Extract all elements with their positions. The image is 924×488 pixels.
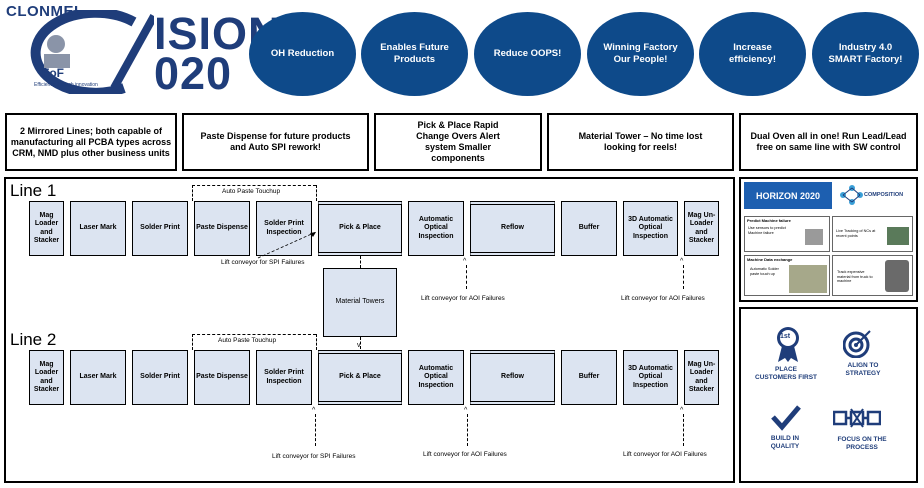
line1-pick-place: Pick & Place	[318, 201, 402, 256]
paste-photo-icon	[789, 265, 827, 293]
line1-aoi: Automatic Optical Inspection	[408, 201, 464, 256]
info-paste-dispense: Paste Dispense for future products and A…	[182, 113, 369, 171]
reel-photo-icon	[885, 260, 909, 292]
exchange-text: Automatic Solder paste touch up	[750, 267, 779, 276]
line2-aoi2-caret: ^	[680, 407, 684, 414]
process-flow-icon	[833, 408, 881, 428]
line1-spi-arrow	[257, 231, 317, 259]
line2-spi-note: Lift conveyor for SPI Failures	[272, 453, 356, 460]
info-pick-place: Pick & Place Rapid Change Overs Alert sy…	[374, 113, 542, 171]
line2-touchup-right	[316, 334, 317, 350]
line2-solder-print: Solder Print	[132, 350, 188, 405]
line2-spi: Solder Print Inspection	[256, 350, 312, 405]
line2-reflow: Reflow	[470, 350, 555, 405]
line2-touchup-left	[192, 334, 193, 350]
line2-aoi-caret: ^	[464, 407, 468, 414]
predict-card: Predict Machine failure Use sensors to p…	[744, 216, 830, 252]
vision-2020-logo: CLONMEL ISION 020 FoF Efficiency through…	[4, 2, 281, 99]
predict-text: Use sensors to predict Machine failure	[748, 226, 786, 235]
track-card: Track expensive material from truck to m…	[832, 255, 913, 296]
line1-label: Line 1	[10, 181, 57, 200]
logo-tagline: Efficiency through innovation	[34, 82, 98, 88]
line1-3d-aoi: 3D Automatic Optical Inspection	[623, 201, 678, 256]
line2-aoi-note-1: Lift conveyor for AOI Failures	[423, 451, 507, 458]
quality-check-icon	[771, 405, 801, 431]
tower-link-bottom	[360, 337, 361, 349]
line2-spi-caret: ^	[312, 407, 316, 414]
exchange-title: Machine Data exchange	[747, 257, 793, 262]
line1-touchup-right	[316, 185, 317, 201]
composition-label: COMPOSITION	[864, 192, 904, 198]
line1-buffer: Buffer	[561, 201, 617, 256]
value-focus-process: FOCUS ON THE PROCESS	[837, 436, 887, 451]
line1-spi: Solder Print Inspection	[256, 201, 312, 256]
line1-aoi2-caret: ^	[680, 258, 684, 265]
line1-aoi-caret: ^	[463, 258, 467, 265]
live-text: Live Tracking of NCs at recent points	[836, 229, 876, 238]
goal-reduce-oops: Reduce OOPS!	[474, 12, 581, 96]
line1-spi-note: Lift conveyor for SPI Failures	[221, 259, 305, 266]
ribbon-badge-icon	[777, 327, 799, 362]
line1-reflow: Reflow	[470, 201, 555, 256]
goal-winning-factory: Winning Factory Our People!	[587, 12, 694, 96]
line2-laser-mark: Laser Mark	[70, 350, 126, 405]
line2-aoi-dash	[467, 414, 468, 446]
target-icon	[843, 330, 871, 358]
machine-photo-icon	[805, 229, 823, 245]
line2-buffer: Buffer	[561, 350, 617, 405]
logo-brand: CLONMEL	[6, 3, 84, 20]
line2-aoi2-dash	[683, 414, 684, 446]
value-place-customers: PLACE CUSTOMERS FIRST	[755, 366, 817, 381]
line1-aoi-dash	[466, 265, 467, 289]
line2-auto-paste-label: Auto Paste Touchup	[218, 337, 277, 344]
line2-touchup-bracket	[192, 334, 316, 335]
info-material-tower: Material Tower – No time lost looking fo…	[547, 113, 734, 171]
logo-year: 020	[154, 48, 233, 99]
line2-aoi: Automatic Optical Inspection	[408, 350, 464, 405]
line1-mag-loader: Mag Loader and Stacker	[29, 201, 64, 256]
line1-aoi-note-2: Lift conveyor for AOI Failures	[621, 295, 705, 302]
line2-3d-aoi: 3D Automatic Optical Inspection	[623, 350, 678, 405]
badge-label: 1st	[780, 333, 791, 340]
line1-aoi2-dash	[683, 265, 684, 289]
line1-touchup-bracket	[192, 185, 316, 186]
line2-label: Line 2	[10, 330, 57, 349]
info-mirrored-lines: 2 Mirrored Lines; both capable of manufa…	[5, 113, 177, 171]
values-panel	[739, 307, 918, 483]
tower-arrow-down: v	[357, 342, 361, 349]
info-dual-oven: Dual Oven all in one! Run Lead/Lead free…	[739, 113, 918, 171]
line2-aoi-note-2: Lift conveyor for AOI Failures	[623, 451, 707, 458]
goal-oh-reduction: OH Reduction	[249, 12, 356, 96]
line1-mag-unloader: Mag Un-Loader and Stacker	[684, 201, 719, 256]
logo-arc-icon	[30, 10, 154, 94]
material-towers: Material Towers	[323, 268, 397, 337]
track-text: Track expensive material from truck to m…	[837, 270, 873, 283]
goal-future-products: Enables Future Products	[361, 12, 468, 96]
line1-solder-print: Solder Print	[132, 201, 188, 256]
line2-pick-place: Pick & Place	[318, 350, 402, 405]
line2-mag-unloader: Mag Un-Loader and Stacker	[684, 350, 719, 405]
horizon-banner: HORIZON 2020	[744, 182, 832, 209]
value-build-quality: BUILD IN QUALITY	[770, 435, 800, 450]
value-align-strategy: ALIGN TO STRATEGY	[845, 362, 881, 377]
goal-increase-efficiency: Increase efficiency!	[699, 12, 806, 96]
goal-industry-4: Industry 4.0 SMART Factory!	[812, 12, 919, 96]
live-tracking-card: Live Tracking of NCs at recent points	[832, 216, 913, 252]
line1-laser-mark: Laser Mark	[70, 201, 126, 256]
line2-spi-dash	[315, 414, 316, 446]
exchange-card: Machine Data exchange Automatic Solder p…	[744, 255, 830, 296]
line1-paste-dispense: Paste Dispense	[194, 201, 250, 256]
tower-link-top	[360, 256, 361, 268]
line1-aoi-note-1: Lift conveyor for AOI Failures	[421, 295, 505, 302]
line2-mag-loader: Mag Loader and Stacker	[29, 350, 64, 405]
composition-network-icon	[840, 185, 863, 205]
line2-paste-dispense: Paste Dispense	[194, 350, 250, 405]
line1-touchup-left	[192, 185, 193, 201]
line1-auto-paste-label: Auto Paste Touchup	[222, 188, 281, 195]
logo-fof: FoF	[42, 66, 64, 80]
pcb-photo-icon	[887, 227, 909, 245]
predict-title: Predict Machine failure	[747, 218, 791, 223]
